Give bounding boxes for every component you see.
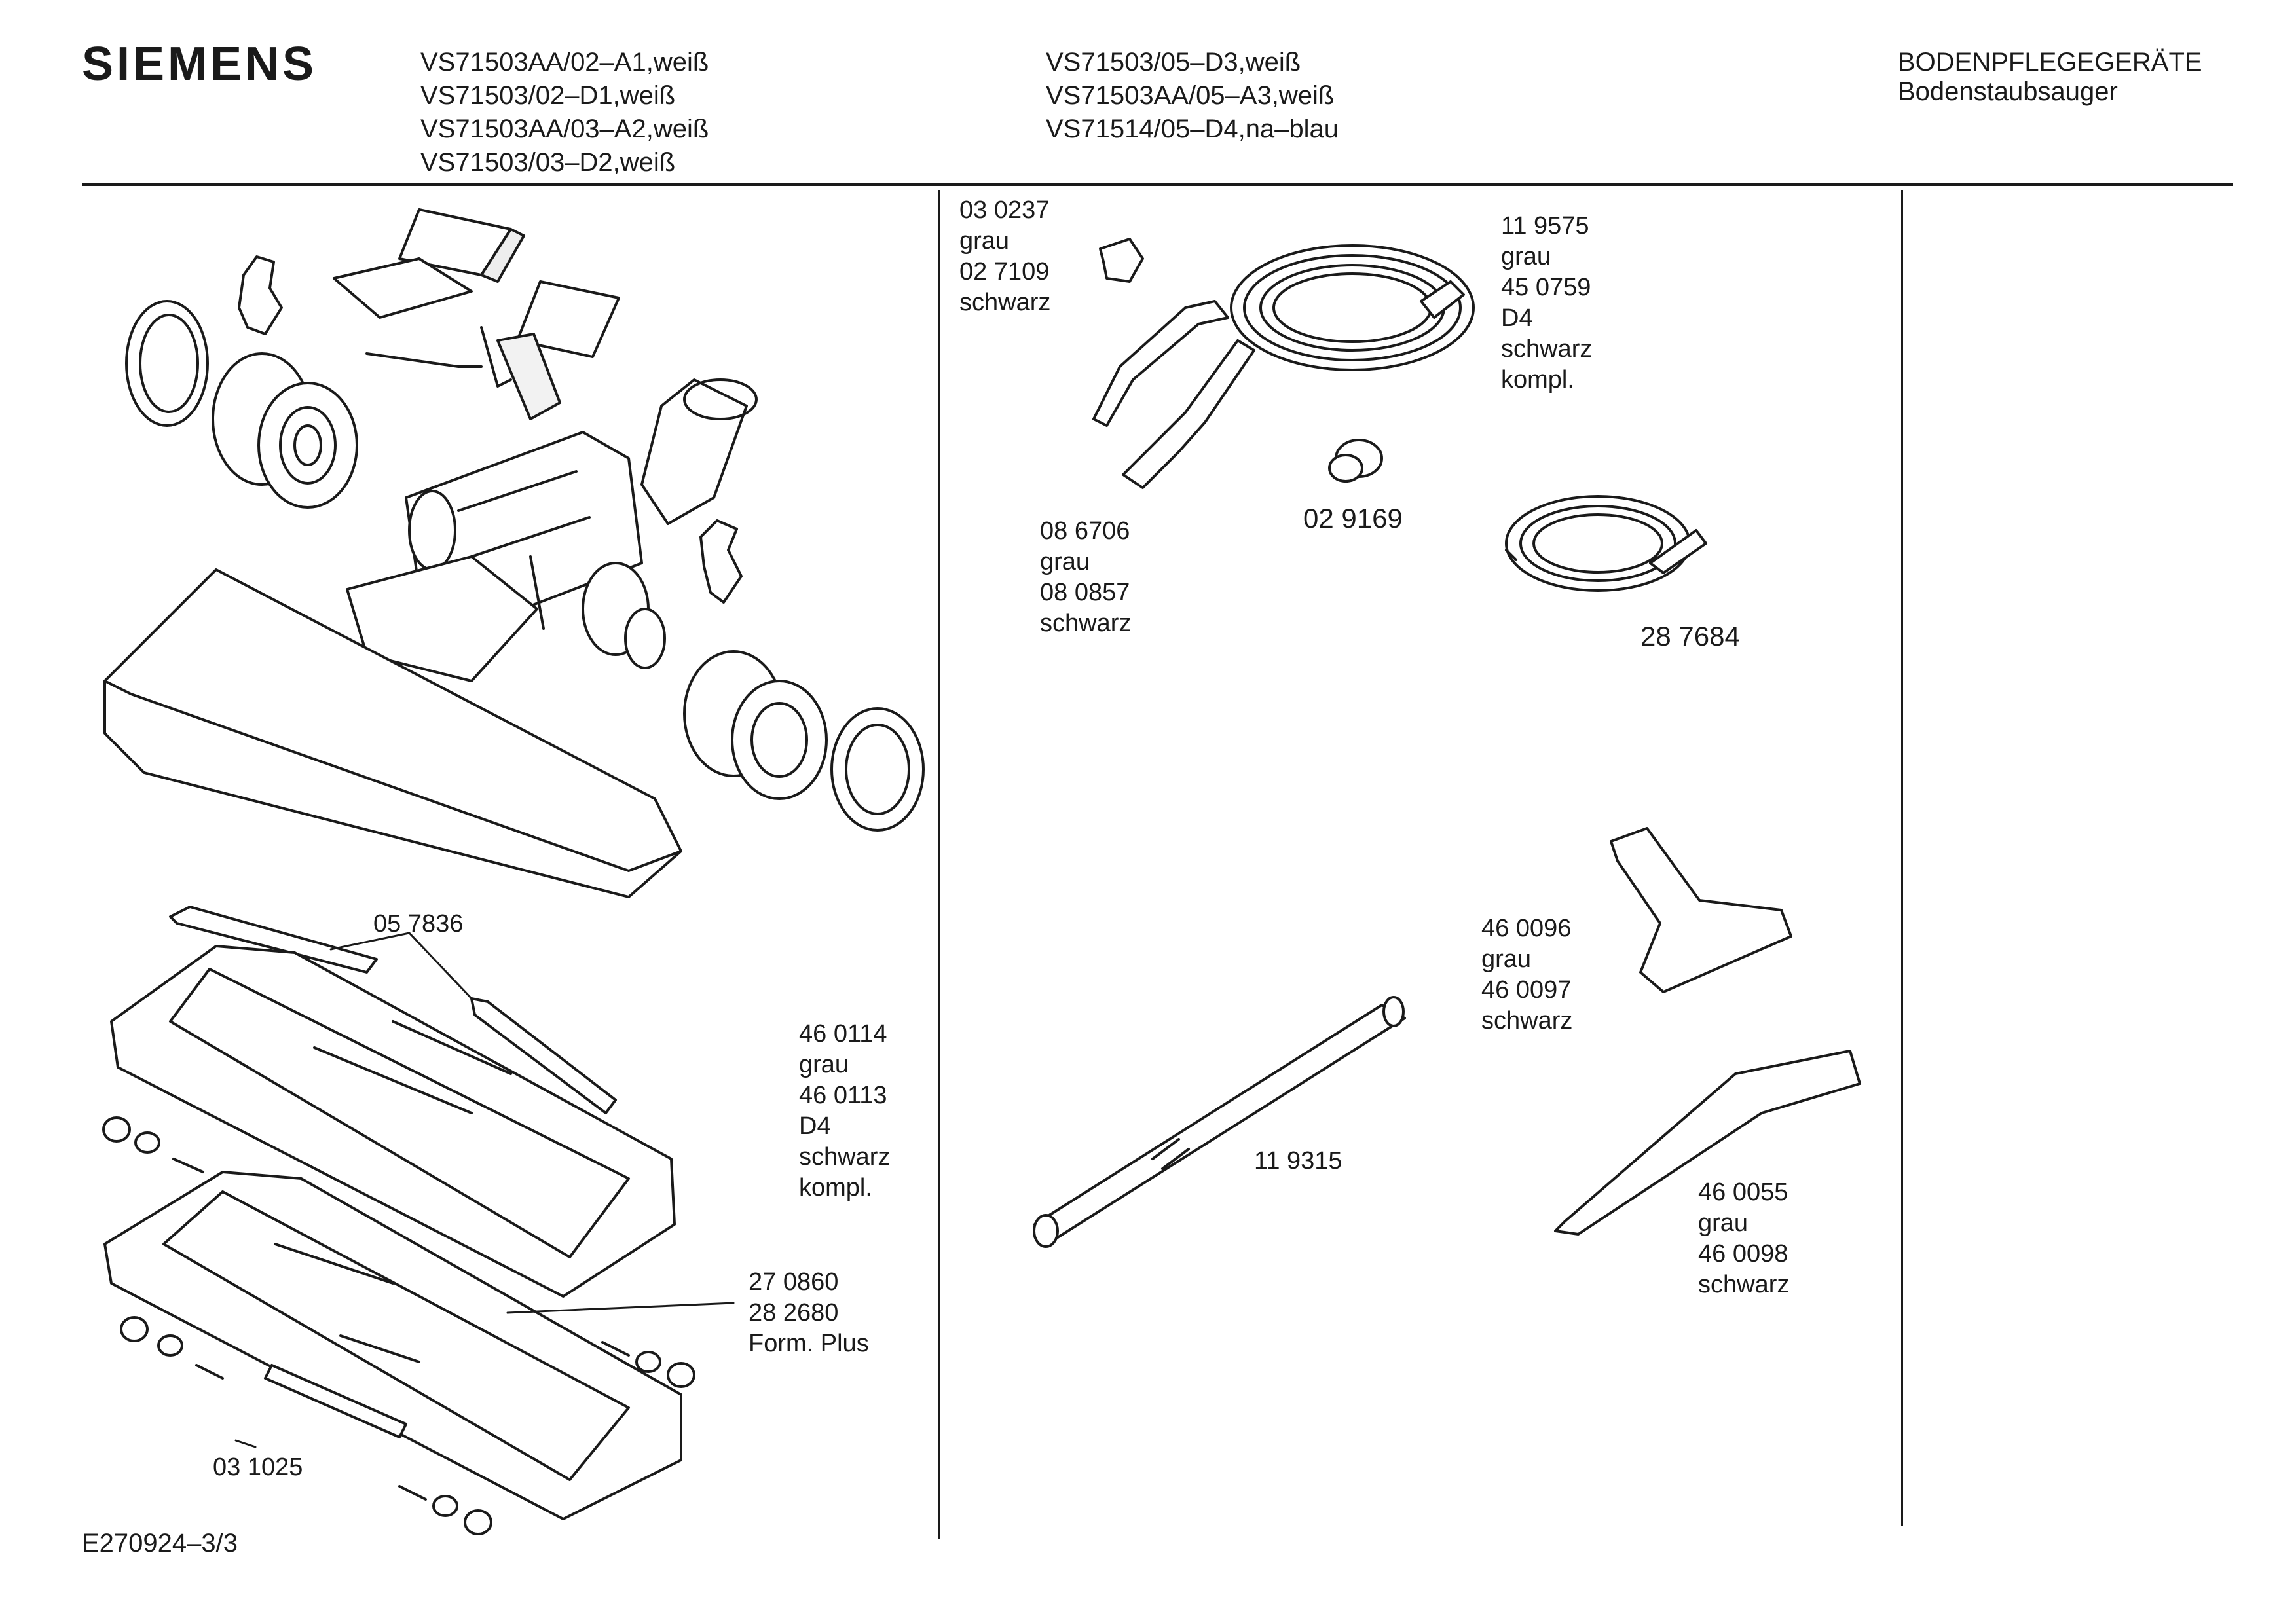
model-entry: VS71503AA/05–A3,weiß bbox=[1046, 81, 1335, 110]
crevice-nozzle bbox=[1554, 1050, 1861, 1236]
telescopic-tube bbox=[1033, 996, 1406, 1248]
part-number: 11 9315 bbox=[1254, 1147, 1342, 1175]
part-color: schwarz bbox=[799, 1143, 891, 1171]
sole-plate-upper bbox=[110, 945, 676, 1298]
brush-strip bbox=[169, 906, 378, 974]
part-label-029169: 02 9169 bbox=[1303, 503, 1403, 534]
part-label-460096: 46 0096 grau 46 0097 schwarz bbox=[1481, 913, 1572, 1036]
nozzle-base-hood bbox=[103, 568, 682, 898]
upholstery-nozzle bbox=[1610, 827, 1792, 993]
part-number: 02 9169 bbox=[1303, 503, 1403, 534]
part-label-057836: 05 7836 bbox=[373, 909, 463, 940]
accessories-group bbox=[1033, 238, 1861, 1248]
model-entry: VS71503AA/02–A1,weiß bbox=[420, 48, 709, 77]
part-label-119315: 11 9315 bbox=[1254, 1146, 1342, 1177]
part-color: grau bbox=[1501, 243, 1551, 270]
retaining-clip bbox=[699, 519, 743, 604]
wheel bbox=[683, 650, 828, 800]
hose-connector bbox=[1328, 439, 1383, 483]
part-label-460114: 46 0114 grau 46 0113 D4 schwarz kompl. bbox=[799, 1019, 890, 1203]
part-number: 46 0055 bbox=[1698, 1179, 1788, 1206]
part-number: 05 7836 bbox=[373, 910, 464, 938]
part-number: 03 0237 bbox=[959, 196, 1050, 224]
part-number: 45 0759 bbox=[1501, 274, 1591, 301]
part-number: 27 0860 bbox=[749, 1268, 839, 1296]
model-entry: VS71503/03–D2,weiß bbox=[420, 148, 676, 177]
part-variant: D4 bbox=[1501, 304, 1533, 332]
part-color: schwarz bbox=[1501, 335, 1593, 363]
floor-nozzle-group bbox=[102, 208, 925, 1535]
part-color: grau bbox=[799, 1051, 849, 1078]
brush-strip bbox=[470, 997, 617, 1114]
part-label-460055: 46 0055 grau 46 0098 schwarz bbox=[1698, 1177, 1789, 1300]
part-note: kompl. bbox=[799, 1174, 872, 1201]
part-number: 03 1025 bbox=[213, 1454, 303, 1481]
part-number: 46 0098 bbox=[1698, 1240, 1788, 1268]
document-code: E270924–3/3 bbox=[82, 1529, 238, 1558]
part-number: 46 0096 bbox=[1481, 915, 1572, 942]
part-number: 28 2680 bbox=[749, 1299, 839, 1327]
model-list-right: VS71503/05–D3,weiß VS71503AA/05–A3,weiß … bbox=[1046, 46, 1339, 146]
part-label-031025: 03 1025 bbox=[213, 1452, 303, 1483]
category-title: BODENPFLEGEGERÄTE bbox=[1898, 48, 2202, 77]
hose-clip bbox=[1099, 238, 1144, 283]
part-label-119575: 11 9575 grau 45 0759 D4 schwarz kompl. bbox=[1501, 211, 1592, 395]
castor-parts bbox=[102, 1116, 695, 1535]
part-color: schwarz bbox=[959, 289, 1051, 316]
brand-logo: SIEMENS bbox=[82, 38, 318, 90]
header-rule bbox=[82, 183, 2233, 186]
part-note: Form. Plus bbox=[749, 1330, 869, 1357]
column-divider-right bbox=[1901, 190, 1903, 1526]
model-entry: VS71503/02–D1,weiß bbox=[420, 81, 676, 110]
part-color: grau bbox=[1698, 1209, 1749, 1237]
column-divider-left bbox=[938, 190, 940, 1539]
hose-small bbox=[1505, 495, 1707, 592]
part-number: 46 0097 bbox=[1481, 976, 1572, 1004]
hose-coil bbox=[1092, 244, 1475, 427]
model-entry: VS71503AA/03–A2,weiß bbox=[420, 115, 709, 143]
subcategory-title: Bodenstaubsauger bbox=[1898, 77, 2118, 106]
part-color: schwarz bbox=[1040, 610, 1132, 637]
part-number: 46 0114 bbox=[799, 1020, 887, 1048]
hand-tube bbox=[1122, 339, 1255, 489]
part-color: schwarz bbox=[1481, 1007, 1573, 1035]
part-number: 02 7109 bbox=[959, 258, 1050, 285]
part-label-086706: 08 6706 grau 08 0857 schwarz bbox=[1040, 516, 1131, 639]
part-number: 08 6706 bbox=[1040, 517, 1130, 545]
part-number: 46 0113 bbox=[799, 1082, 887, 1109]
part-variant: D4 bbox=[799, 1112, 831, 1140]
part-number: 11 9575 bbox=[1501, 212, 1589, 240]
model-entry: VS71514/05–D4,na–blau bbox=[1046, 115, 1339, 143]
sole-plate-lower bbox=[103, 1171, 682, 1520]
model-list-left: VS71503AA/02–A1,weiß VS71503/02–D1,weiß … bbox=[420, 46, 709, 179]
part-color: grau bbox=[1040, 548, 1090, 576]
part-color: grau bbox=[1481, 945, 1532, 973]
retaining-clip bbox=[238, 255, 283, 335]
part-color: schwarz bbox=[1698, 1271, 1790, 1298]
part-label-030237: 03 0237 grau 02 7109 schwarz bbox=[959, 195, 1050, 318]
part-note: kompl. bbox=[1501, 366, 1574, 394]
part-number: 08 0857 bbox=[1040, 579, 1130, 606]
part-color: grau bbox=[959, 227, 1010, 255]
part-label-270860: 27 0860 28 2680 Form. Plus bbox=[749, 1267, 869, 1359]
nozzle-cover-plate bbox=[333, 208, 620, 420]
wheel-ring bbox=[125, 300, 209, 427]
wheel bbox=[212, 352, 358, 509]
category-block: BODENPFLEGEGERÄTE Bodenstaubsauger bbox=[1898, 46, 2202, 109]
part-label-287684: 28 7684 bbox=[1640, 621, 1740, 651]
model-entry: VS71503/05–D3,weiß bbox=[1046, 48, 1301, 77]
felt-strip bbox=[264, 1364, 407, 1438]
part-number: 28 7684 bbox=[1640, 621, 1740, 651]
